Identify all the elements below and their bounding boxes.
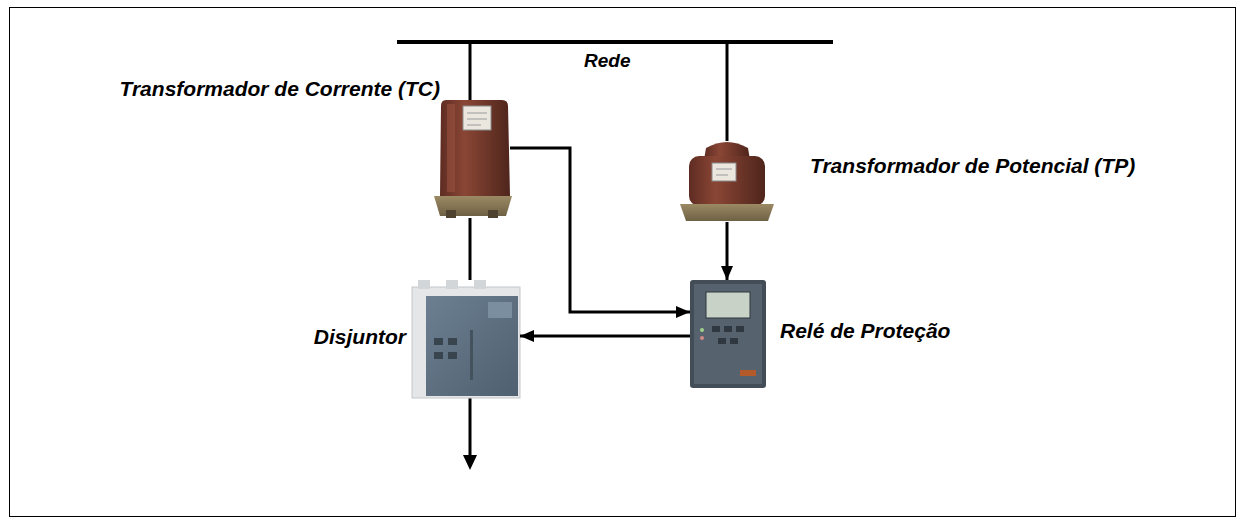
signal-connector [469,218,472,280]
relay-key [718,338,726,344]
relay-key [712,326,720,332]
relay-key [736,326,744,332]
current-transformer-base [434,196,512,216]
relay-housing [690,280,766,388]
nameplate [463,106,491,130]
relay-led [700,336,704,340]
signal-connector [520,335,690,338]
load-wire [469,398,472,456]
nameplate-line [716,175,728,176]
current-transformer-body [440,100,510,196]
device-node: Transformador de Corrente (TC) [430,100,510,218]
device-node: Relé de Proteção [690,280,766,388]
nameplate-line [467,119,487,120]
nameplate-line [467,125,481,126]
breaker-window [488,302,512,318]
nameplate-line [716,169,732,170]
bus-wire [469,42,472,100]
relay-key [730,338,738,344]
device-label: Transformador de Corrente (TC) [120,76,441,101]
mounting-foot [488,210,498,218]
breaker-housing [412,287,520,398]
mounting-foot [446,210,456,218]
breaker-front-panel [426,296,518,396]
relay-badge [740,370,756,376]
breaker-terminal [474,280,486,289]
device-node: Disjuntor [412,280,520,398]
device-label: Relé de Proteção [780,318,950,343]
breaker-terminal [418,280,430,289]
potential-transformer-base [680,204,774,221]
breaker-button [434,338,443,345]
device-label: Disjuntor [314,324,406,349]
nameplate [712,163,736,181]
nameplate-line [467,113,487,114]
arrow-head [463,455,477,470]
bus-wire [726,42,729,141]
relay-display [706,292,750,318]
breaker-terminal [446,280,458,289]
figure-frame [10,8,1236,517]
relay-front [694,284,762,384]
network-label: Rede [584,50,630,73]
breaker-button [434,352,443,359]
potential-transformer-body [689,156,765,206]
signal-connector [726,222,729,280]
breaker-seam [470,330,473,380]
breaker-button [448,338,457,345]
current-transformer-highlight [447,104,455,192]
device-node: Transformador de Potencial (TP) [677,140,777,222]
signal-connector [510,148,690,312]
breaker-button [448,352,457,359]
bus-bar [397,40,833,44]
relay-led [700,328,704,332]
relay-key [724,326,732,332]
device-label: Transformador de Potencial (TP) [810,153,1135,178]
